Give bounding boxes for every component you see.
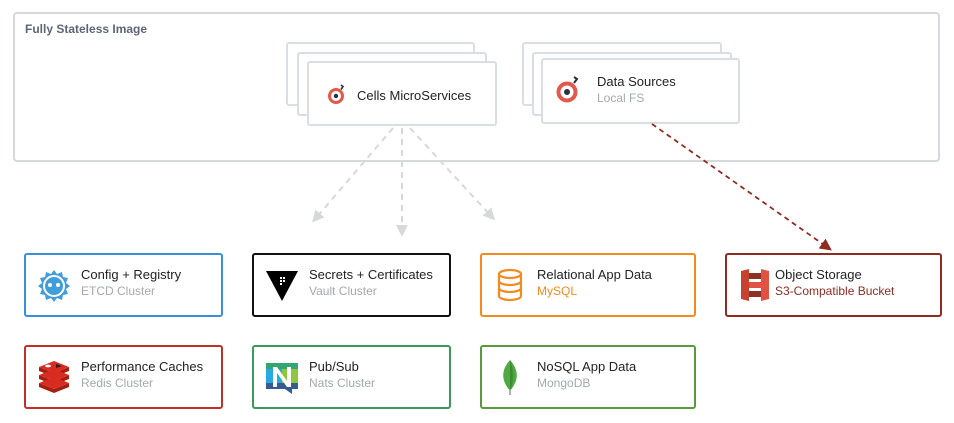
service-title: Secrets + Certificates (309, 267, 433, 282)
service-secrets-certificates: Secrets + Certificates Vault Cluster (252, 253, 451, 317)
datasources-subtitle: Local FS (597, 91, 645, 105)
nats-icon (266, 363, 298, 394)
service-subtitle: ETCD Cluster (81, 284, 156, 298)
service-relational-app-data: Relational App Data MySQL (480, 253, 696, 317)
service-title: Performance Caches (81, 359, 204, 374)
redis-icon (39, 361, 69, 393)
mongodb-leaf-icon (503, 360, 517, 395)
container-title: Fully Stateless Image (25, 22, 148, 36)
service-object-storage: Object Storage S3-Compatible Bucket (725, 253, 942, 317)
cells-logo-icon (556, 76, 579, 103)
service-performance-caches: Performance Caches Redis Cluster (24, 345, 223, 409)
service-config-registry: Config + Registry ETCD Cluster (24, 253, 223, 317)
service-subtitle: Redis Cluster (81, 376, 154, 390)
service-subtitle: MongoDB (537, 376, 591, 390)
microservices-card: Cells MicroServices (307, 61, 497, 126)
service-subtitle: S3-Compatible Bucket (775, 284, 895, 298)
datasources-title: Data Sources (597, 74, 676, 89)
database-icon (497, 268, 523, 302)
vault-icon (266, 271, 298, 301)
service-nosql-app-data: NoSQL App Data MongoDB (480, 345, 696, 409)
service-title: Pub/Sub (309, 359, 359, 374)
service-title: Relational App Data (537, 267, 652, 282)
service-subtitle: MySQL (537, 284, 578, 298)
service-title: Object Storage (775, 267, 862, 282)
cells-logo-icon (328, 84, 345, 104)
datasources-card: Data Sources Local FS (541, 58, 740, 124)
s3-bucket-icon (741, 269, 769, 301)
service-subtitle: Vault Cluster (309, 284, 377, 298)
service-title: NoSQL App Data (537, 359, 637, 374)
service-subtitle: Nats Cluster (309, 376, 376, 390)
service-title: Config + Registry (81, 267, 182, 282)
service-pub-sub: Pub/Sub Nats Cluster (252, 345, 451, 409)
etcd-icon (38, 270, 70, 302)
microservices-title: Cells MicroServices (357, 88, 472, 103)
